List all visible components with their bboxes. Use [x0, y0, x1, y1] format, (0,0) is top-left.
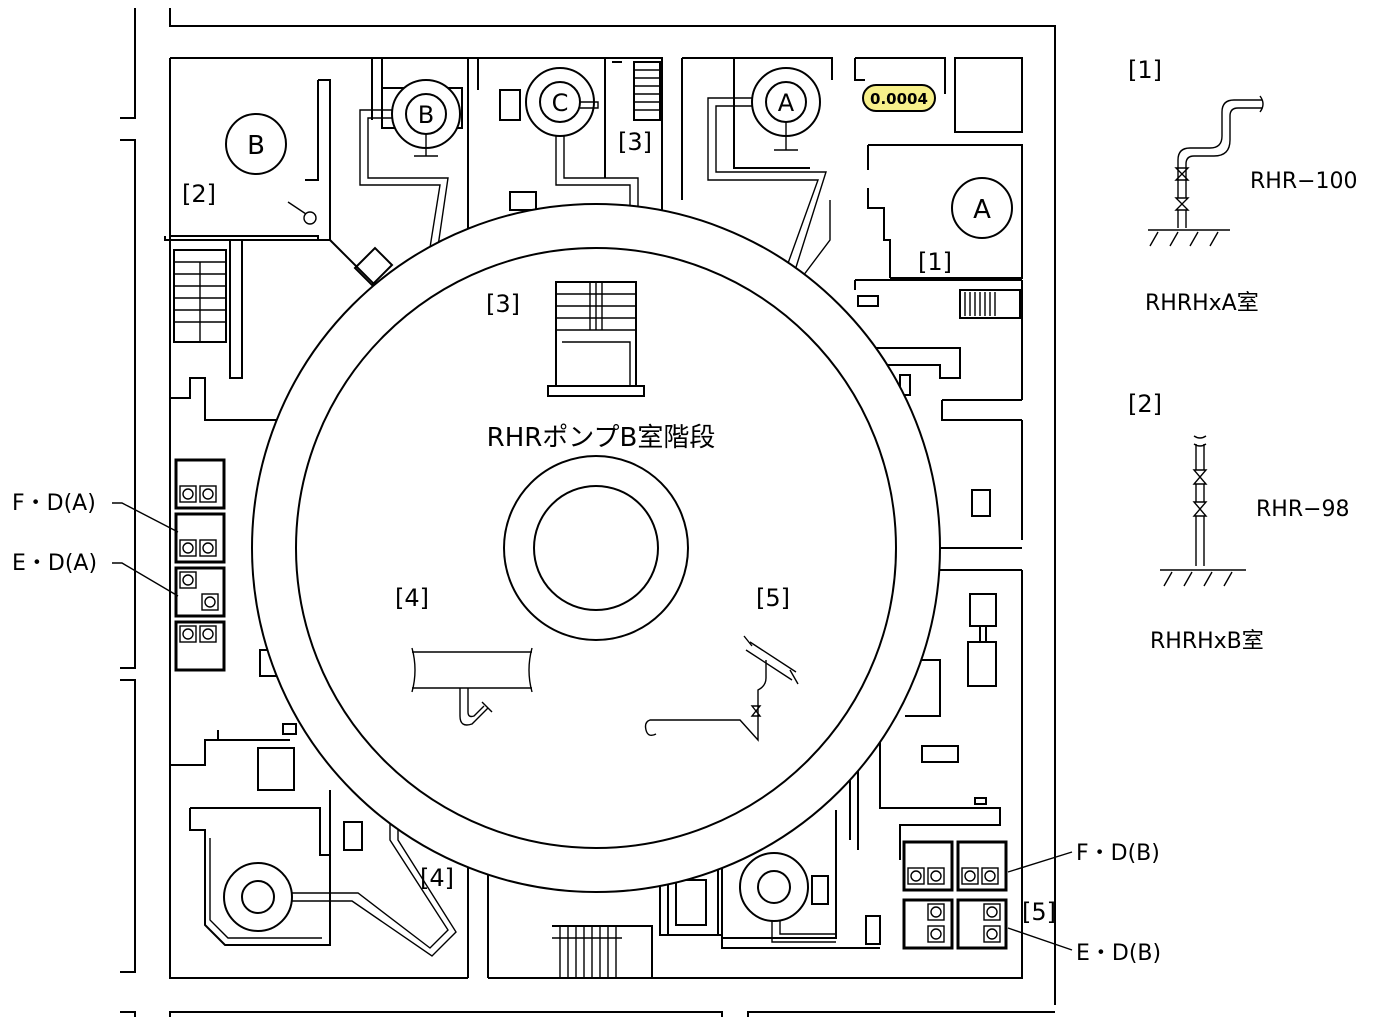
pump-b-small [381, 79, 463, 157]
pump-bottom-left [223, 862, 293, 932]
pump-a-small [751, 67, 821, 151]
callout-4-bottom: [4] [420, 864, 454, 892]
center-stair [547, 281, 645, 397]
callout-4-center: [4] [395, 584, 429, 612]
legend-1-pipe-icon [1148, 95, 1264, 247]
valve-near-b [287, 201, 317, 225]
top-rooms [164, 57, 1023, 319]
center-room-label: RHRポンプB室階段 [487, 423, 716, 453]
legend-2-pipe-icon [1160, 435, 1246, 587]
legend-1-pipe-id: RHR−100 [1250, 169, 1358, 194]
label-ed-a: E・D(A) [12, 551, 97, 576]
dampers-left [174, 458, 226, 672]
pump-a-large [951, 177, 1013, 239]
legend-item-2: [2] RHR−98 RHRHxB室 [1128, 390, 1350, 654]
callout-2-main: [2] [182, 180, 216, 208]
dampers-right [902, 840, 1008, 950]
marker-pump-b-large: B [247, 131, 265, 161]
building-outline [120, 8, 1056, 1017]
callout-3-top: [3] [618, 128, 652, 156]
legend-2-pipe-id: RHR−98 [1256, 497, 1350, 522]
reactor-drum [251, 203, 941, 893]
detail-5-pipe [644, 635, 799, 742]
callout-1-main: [1] [918, 248, 952, 276]
legend-2-room: RHRHxB室 [1150, 629, 1264, 654]
pipe-routes [260, 97, 836, 957]
reading-value: 0.0004 [870, 90, 928, 108]
marker-pump-a-large: A [973, 195, 991, 225]
legend-item-1: [1] RHR−100 RHRHxA室 [1128, 56, 1358, 316]
callout-5-bottom: [5] [1022, 898, 1056, 926]
detail-4-pipe [411, 647, 533, 726]
legend-1-room: RHRHxA室 [1145, 291, 1259, 316]
label-ed-b: E・D(B) [1076, 941, 1161, 966]
label-fd-a: F・D(A) [12, 491, 96, 516]
legend-1-number: [1] [1128, 56, 1162, 84]
pump-bottom-mid [739, 852, 809, 922]
marker-pump-b-small: B [418, 101, 434, 129]
pump-b-large [225, 113, 287, 175]
left-rooms [170, 79, 394, 946]
callout-5-center: [5] [756, 584, 790, 612]
legend-2-number: [2] [1128, 390, 1162, 418]
pump-c [525, 67, 599, 137]
reading-badge: 0.0004 [862, 84, 936, 112]
marker-pump-a-small: A [778, 89, 795, 117]
marker-pump-c: C [552, 89, 569, 117]
label-fd-b: F・D(B) [1076, 841, 1160, 866]
leader-lines [112, 502, 1073, 951]
callout-3-center: [3] [486, 290, 520, 318]
